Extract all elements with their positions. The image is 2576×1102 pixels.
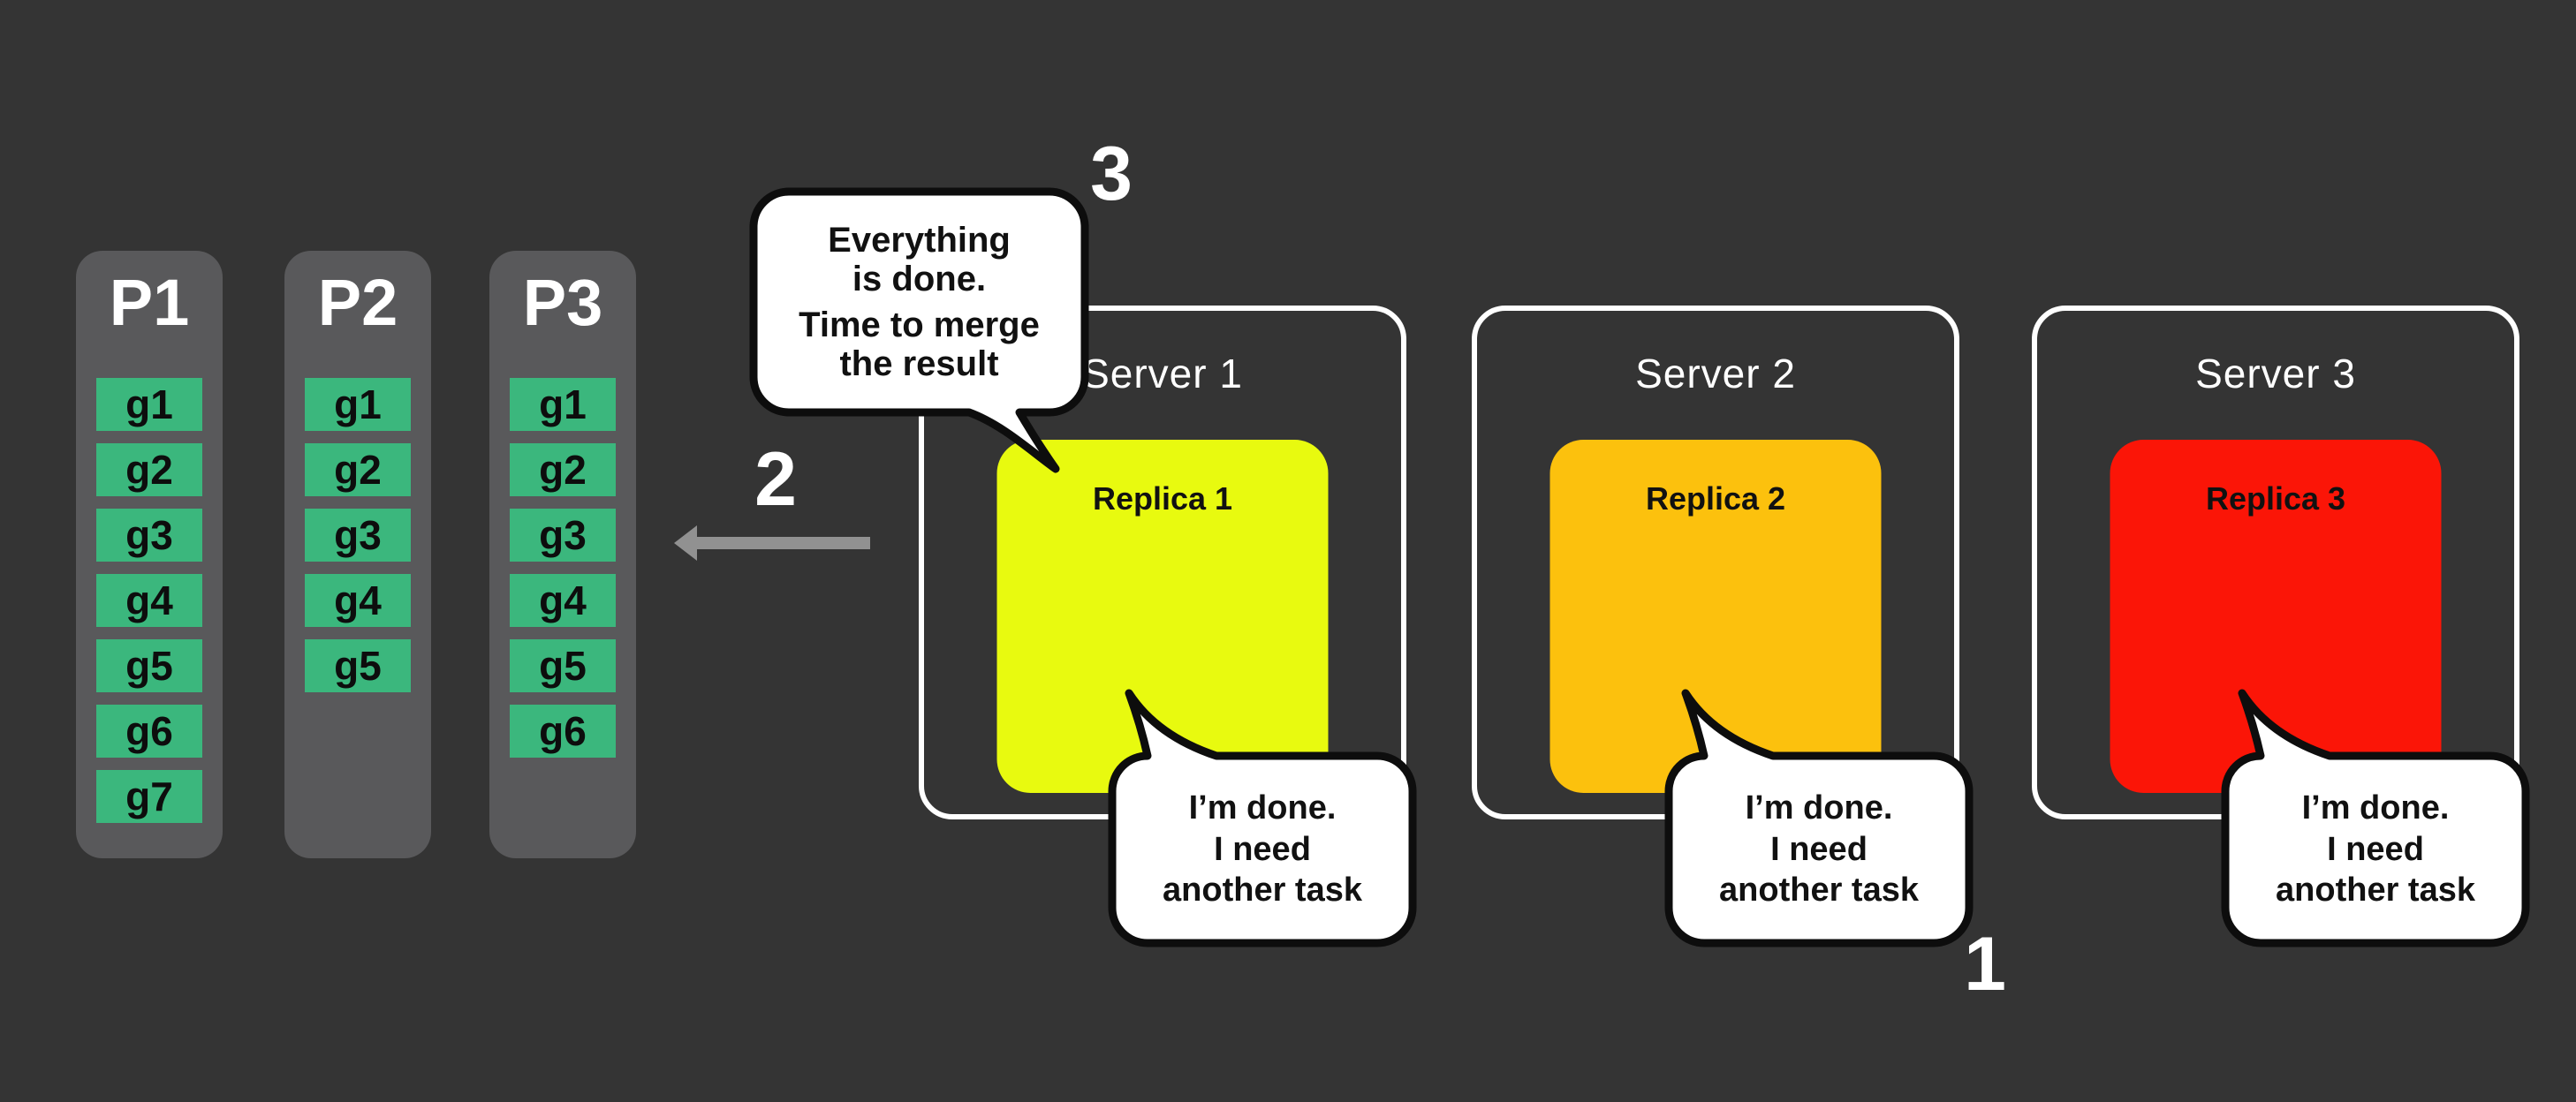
step-number-3: 3 bbox=[1090, 132, 1133, 216]
server-label: Server 3 bbox=[2195, 351, 2356, 396]
task-chip: g1 bbox=[96, 378, 202, 431]
partition-label: P3 bbox=[522, 266, 603, 339]
partition-label: P2 bbox=[317, 266, 398, 339]
server-label: Server 1 bbox=[1082, 351, 1243, 396]
done-bubble-text-2: I’m done. I need another task bbox=[1669, 756, 1969, 943]
done-bubble-line: I’m done. bbox=[1188, 789, 1337, 827]
done-bubble-line: another task bbox=[1719, 872, 1919, 910]
replica-label: Replica 2 bbox=[1645, 480, 1786, 517]
partition-p2: P2 g1 g2 g3 g4 g5 bbox=[284, 251, 431, 858]
task-chip: g3 bbox=[96, 509, 202, 562]
server-label: Server 2 bbox=[1635, 351, 1796, 396]
task-chip: g1 bbox=[305, 378, 411, 431]
done-bubble-line: I need bbox=[2327, 830, 2424, 868]
task-chip: g2 bbox=[96, 443, 202, 496]
done-bubble-line: another task bbox=[1163, 872, 1362, 910]
replica-label: Replica 1 bbox=[1092, 480, 1233, 517]
task-chip: g4 bbox=[305, 574, 411, 627]
chip-stack: g1 g2 g3 g4 g5 g6 g7 bbox=[96, 378, 202, 823]
task-chip: g1 bbox=[510, 378, 616, 431]
task-chip: g2 bbox=[305, 443, 411, 496]
step-number-2: 2 bbox=[754, 437, 797, 522]
merge-speech-bubble bbox=[749, 187, 1089, 473]
merge-bubble-line: Everything bbox=[828, 221, 1011, 260]
done-bubble-line: I need bbox=[1770, 830, 1868, 868]
task-chip: g3 bbox=[510, 509, 616, 562]
task-chip: g3 bbox=[305, 509, 411, 562]
done-bubble-text-3: I’m done. I need another task bbox=[2225, 756, 2526, 943]
step-number-1: 1 bbox=[1964, 922, 2006, 1007]
done-bubble-line: I’m done. bbox=[2301, 789, 2450, 827]
task-chip: g4 bbox=[96, 574, 202, 627]
task-chip: g2 bbox=[510, 443, 616, 496]
replica-label: Replica 3 bbox=[2205, 480, 2346, 517]
task-chip: g7 bbox=[96, 770, 202, 823]
done-bubble-line: another task bbox=[2276, 872, 2475, 910]
done-bubble-text-1: I’m done. I need another task bbox=[1112, 756, 1413, 943]
chip-stack: g1 g2 g3 g4 g5 g6 bbox=[510, 378, 616, 758]
task-chip: g5 bbox=[510, 639, 616, 692]
partition-p1: P1 g1 g2 g3 g4 g5 g6 g7 bbox=[76, 251, 223, 858]
done-bubble-line: I’m done. bbox=[1745, 789, 1893, 827]
partition-p3: P3 g1 g2 g3 g4 g5 g6 bbox=[489, 251, 636, 858]
task-chip: g5 bbox=[96, 639, 202, 692]
task-chip: g5 bbox=[305, 639, 411, 692]
merge-bubble-line: Time to merge bbox=[799, 306, 1040, 344]
task-chip: g6 bbox=[510, 705, 616, 758]
merge-bubble-text: Everything is done. Time to merge the re… bbox=[754, 195, 1085, 409]
task-chip: g6 bbox=[96, 705, 202, 758]
merge-bubble-line: is done. bbox=[852, 260, 987, 298]
partition-label: P1 bbox=[109, 266, 190, 339]
task-chip: g4 bbox=[510, 574, 616, 627]
merge-bubble-line: the result bbox=[839, 344, 999, 383]
chip-stack: g1 g2 g3 g4 g5 bbox=[305, 378, 411, 692]
done-bubble-line: I need bbox=[1214, 830, 1311, 868]
merge-arrow-icon bbox=[674, 525, 870, 561]
